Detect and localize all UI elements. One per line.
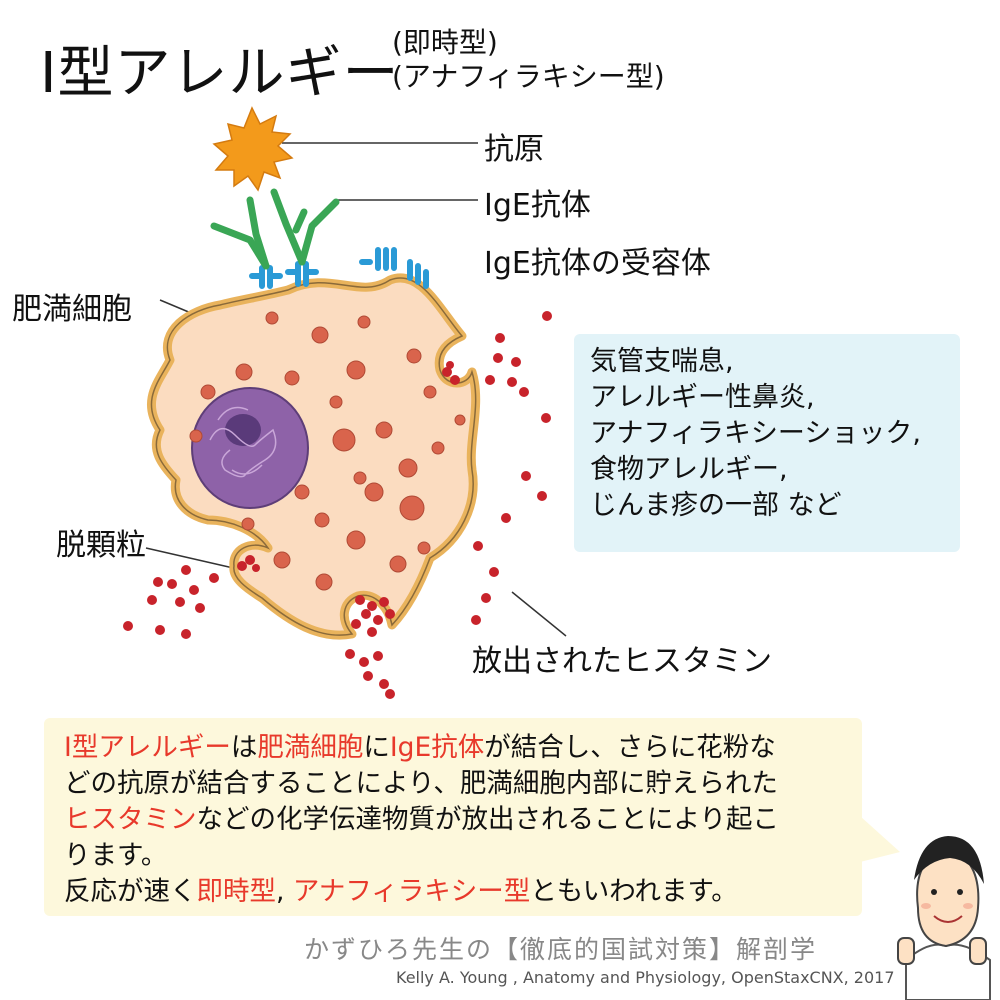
chromatin xyxy=(209,406,277,478)
antigen-label: 抗原 xyxy=(484,132,544,167)
nucleolus xyxy=(225,414,261,446)
term-ige-antibody: IgE抗体 xyxy=(389,732,485,763)
term-immediate-type: 即時型 xyxy=(196,876,277,907)
term-mast-cell: 肥満細胞 xyxy=(257,732,364,763)
explanation-line-5: 反応が速く即時型, アナフィラキシー型ともいわれます。 xyxy=(64,874,842,910)
subtitle-line-2: (アナフィラキシー型) xyxy=(392,60,665,93)
text-fragment: 反応が速く xyxy=(64,876,197,907)
examples-box: 気管支喘息, アレルギー性鼻炎, アナフィラキシーショック, 食物アレルギー, … xyxy=(574,334,960,552)
text-fragment: は xyxy=(230,732,258,763)
ige-receptors xyxy=(249,247,429,289)
text-fragment: , xyxy=(276,876,293,907)
example-item: じんま疹の一部 など xyxy=(590,490,842,521)
degranulation-leader-line xyxy=(145,547,243,571)
page-subtitle: (即時型) (アナフィラキシー型) xyxy=(392,26,665,94)
text-fragment: ともいわれます。 xyxy=(530,876,738,907)
released-histamine-particles xyxy=(123,311,552,699)
page-title: I型アレルギー xyxy=(40,41,400,106)
explanation-line-3: ヒスタミンなどの化学伝達物質が放出されることにより起こ xyxy=(64,802,842,838)
example-item: 食物アレルギー, xyxy=(590,454,788,485)
subtitle-line-1: (即時型) xyxy=(392,26,498,59)
histamine-leader-line xyxy=(511,591,567,637)
term-type1-allergy: I型アレルギー xyxy=(64,732,231,763)
text-fragment: に xyxy=(363,732,390,763)
brand-footer: かずひろ先生の【徹底的国試対策】解剖学 xyxy=(304,935,818,964)
released-histamine-label: 放出されたヒスタミン xyxy=(472,644,772,679)
mast-cell-label: 肥満細胞 xyxy=(12,292,132,327)
cytoplasmic-granules xyxy=(189,311,466,591)
antigen-star xyxy=(212,106,294,192)
degranulation-label: 脱顆粒 xyxy=(56,528,146,563)
ige-antibody-label: IgE抗体 xyxy=(484,188,591,223)
explanation-line-4: ります。 xyxy=(64,840,168,871)
explanation-line-1: I型アレルギーは肥満細胞にIgE抗体が結合し、さらに花粉な xyxy=(64,730,842,766)
doctor-avatar xyxy=(897,836,991,1000)
speech-bubble-tail xyxy=(860,816,900,862)
credit-line: Kelly A. Young , Anatomy and Physiology,… xyxy=(396,968,895,987)
text-fragment: が結合し、さらに花粉な xyxy=(484,732,776,763)
explanation-box: I型アレルギーは肥満細胞にIgE抗体が結合し、さらに花粉な どの抗原が結合するこ… xyxy=(44,718,862,916)
term-histamine: ヒスタミン xyxy=(64,804,197,835)
example-item: 気管支喘息, xyxy=(590,346,734,377)
text-fragment: などの化学伝達物質が放出されることにより起こ xyxy=(196,804,779,835)
ige-receptor-label: IgE抗体の受容体 xyxy=(484,246,711,281)
ige-antibodies xyxy=(210,188,340,270)
term-anaphylaxis-type: アナフィラキシー型 xyxy=(292,876,531,907)
example-item: アナフィラキシーショック, xyxy=(590,418,921,449)
example-item: アレルギー性鼻炎, xyxy=(590,382,815,413)
explanation-line-2: どの抗原が結合することにより、肥満細胞内部に貯えられた xyxy=(64,768,778,799)
nucleus xyxy=(191,387,309,509)
